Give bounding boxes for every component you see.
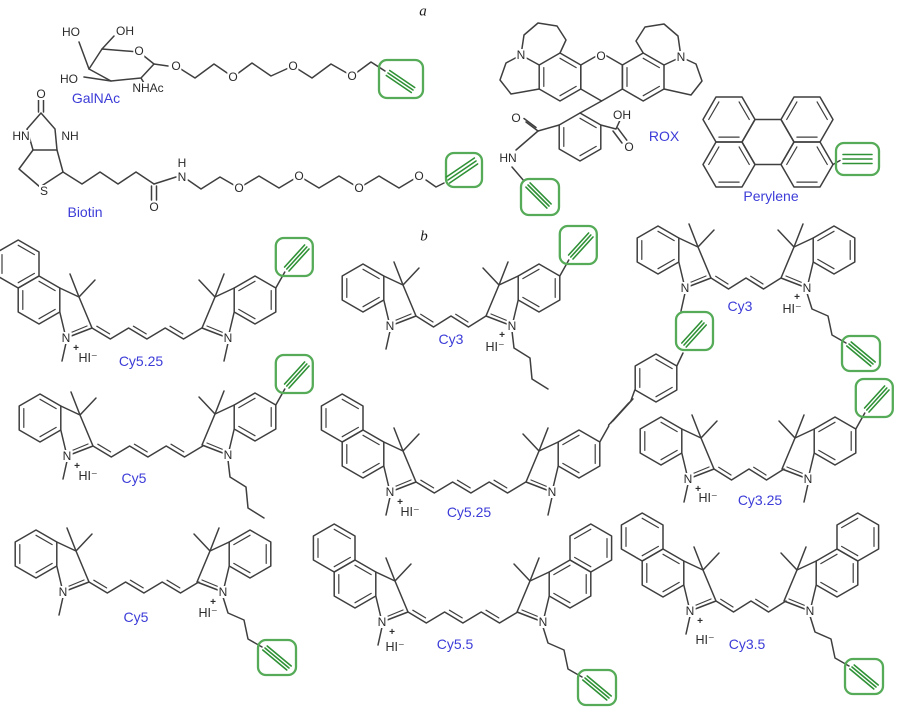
molecule-cy525-row1 xyxy=(0,236,314,362)
molecule-cy5-row2 xyxy=(19,353,314,519)
molecule-cy3-row1-mid xyxy=(342,224,598,390)
molecule-galnac xyxy=(78,35,425,100)
molecule-cy525-row2 xyxy=(321,310,715,516)
molecule-cy35-row3 xyxy=(621,513,885,696)
molecule-cy325-row2 xyxy=(640,377,894,503)
molecule-biotin xyxy=(18,99,484,201)
molecule-rox xyxy=(499,22,703,217)
molecule-cy55-row3 xyxy=(313,524,618,707)
molecule-cy5-row3 xyxy=(15,528,298,677)
molecule-perylene xyxy=(703,97,881,187)
molecule-cy3-row1-right xyxy=(637,224,882,373)
